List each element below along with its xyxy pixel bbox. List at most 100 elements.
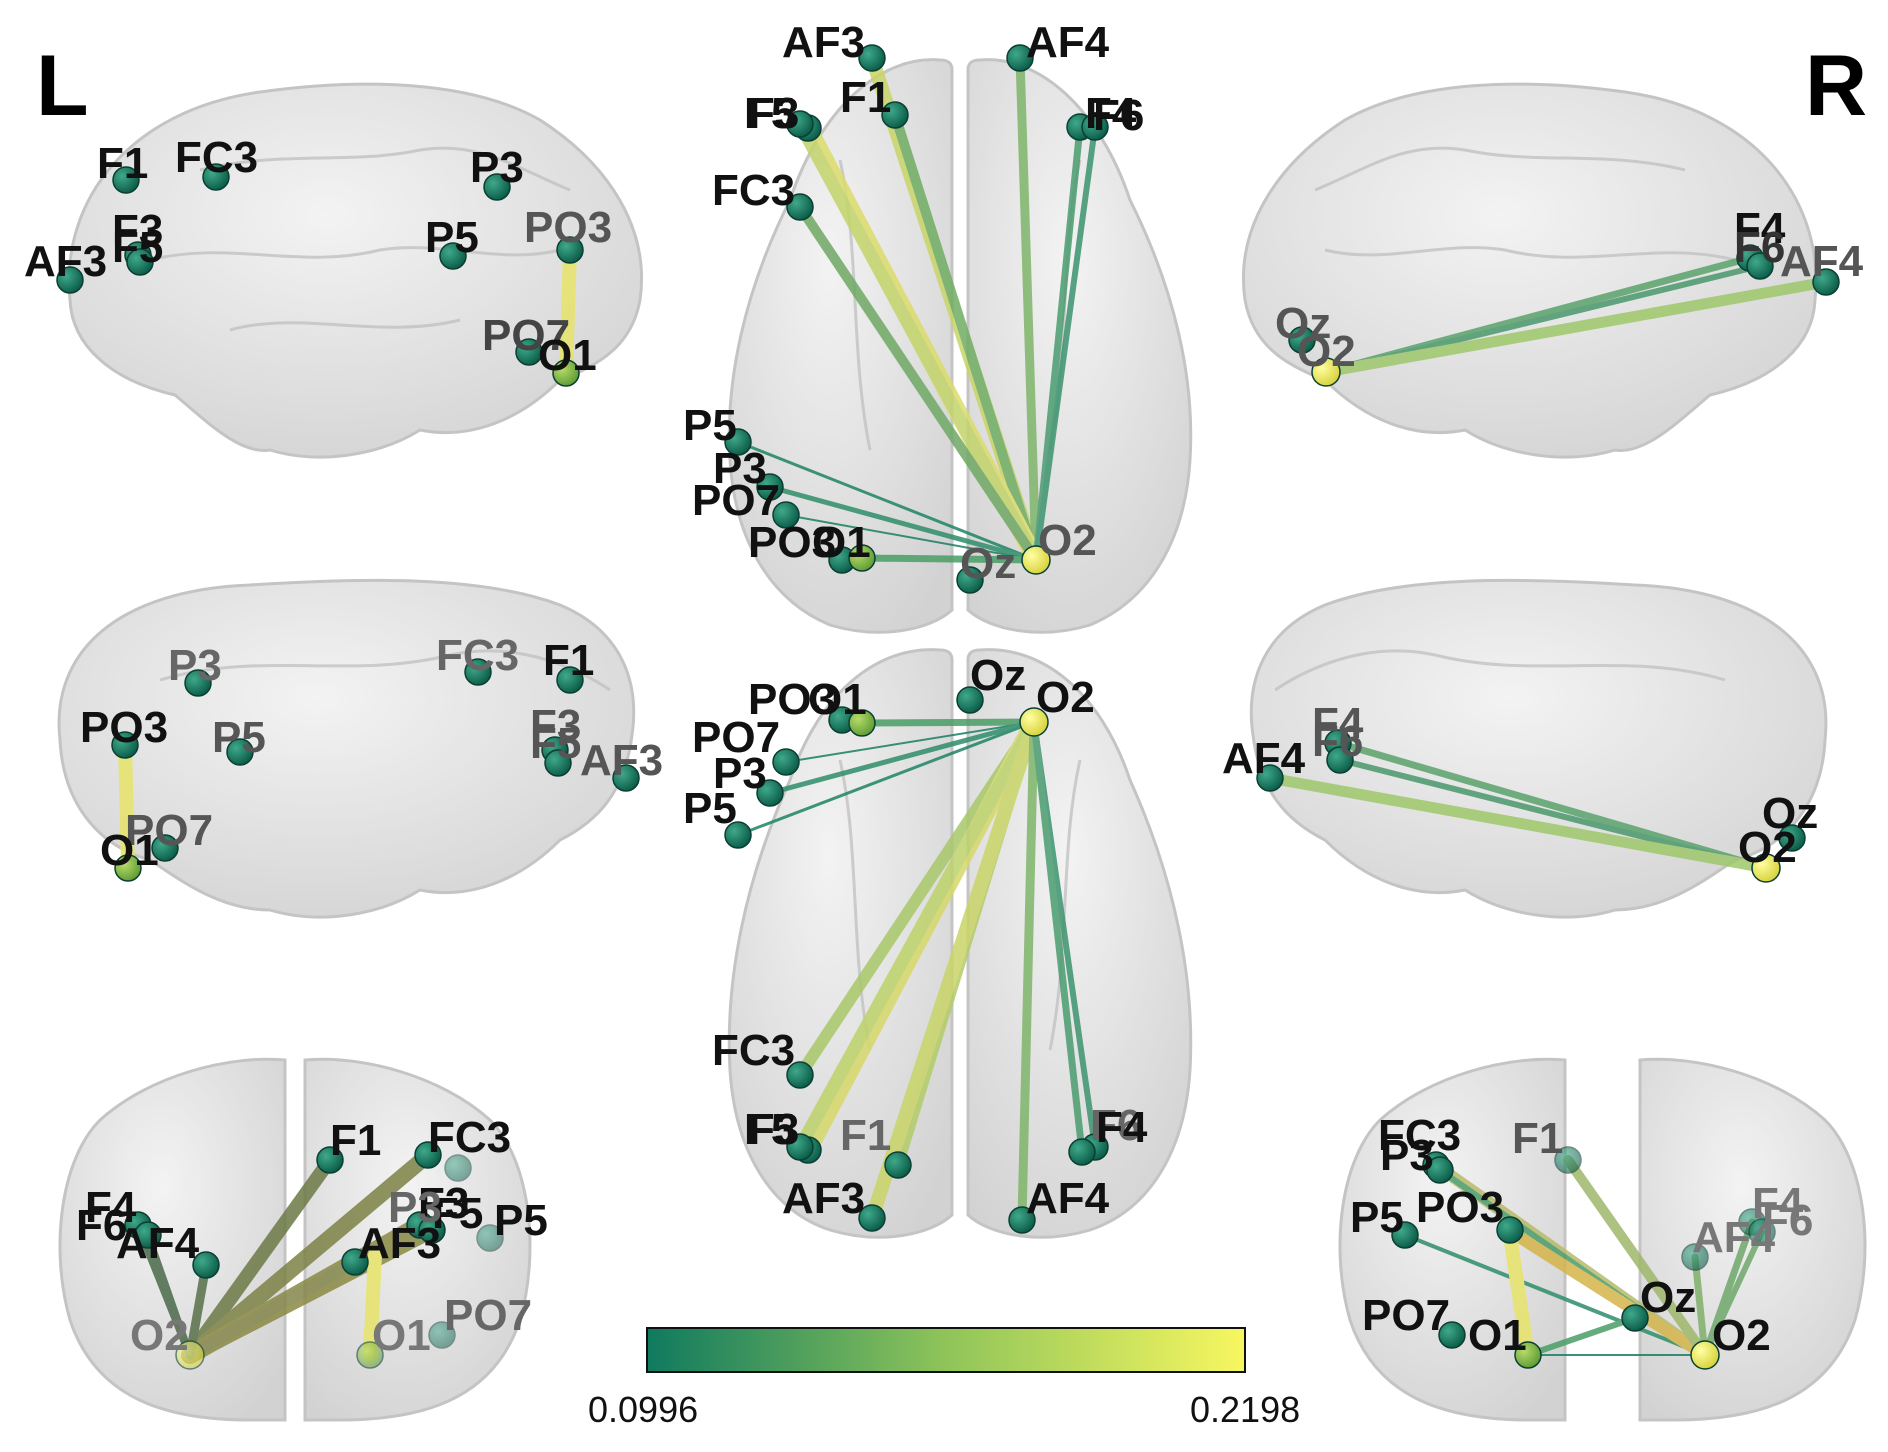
node-po7: [515, 338, 543, 366]
label-f3-bottom: F3: [748, 1105, 799, 1154]
node-po3-post: [1496, 1216, 1524, 1244]
label-p5-medial: P5: [212, 713, 266, 762]
colorbar-min-label: 0.0996: [588, 1389, 698, 1430]
label-f6-ant: F6: [76, 1201, 127, 1250]
edge-po3-o1-medial: [118, 738, 135, 875]
label-p3-post: P3: [1380, 1131, 1434, 1180]
edge-o1-o2-bottom: [858, 718, 1038, 727]
label-f5-medial: F5: [530, 719, 581, 768]
node-o1-post: [1514, 1341, 1542, 1369]
label-f4-right: F4: [1734, 204, 1786, 253]
node-p5-ant: [476, 1224, 504, 1252]
node-o1-bottom: [848, 709, 876, 737]
label-af3-ant: AF3: [358, 1219, 441, 1268]
brain-right-medial: [1249, 578, 1828, 919]
side-label-right: R: [1805, 38, 1867, 134]
edge-af4-o2-rmedial: [1264, 772, 1772, 874]
label-f1-axial: F1: [840, 73, 891, 122]
label-af3-axial: AF3: [782, 18, 865, 67]
node-po7-post: [1438, 1321, 1466, 1349]
colorbar-gradient: [646, 1327, 1246, 1373]
node-oz-axial: [956, 566, 984, 594]
label-f3: F3: [112, 206, 163, 255]
edge-po3-o1: [559, 243, 577, 380]
edge-f1-o2-ant: [183, 1153, 337, 1362]
label-po3-medial: PO3: [80, 703, 168, 752]
node-af4-right: [1812, 268, 1840, 296]
node-f1: [112, 166, 140, 194]
label-f1: F1: [97, 139, 148, 188]
edge-p3-o2-bottom: [767, 719, 1037, 796]
node-p3-post: [1426, 1156, 1454, 1184]
label-af4-right: AF4: [1780, 237, 1864, 286]
label-oz-axial: Oz: [960, 539, 1016, 588]
node-fc3-ant: [414, 1141, 442, 1169]
label-o1-post: O1: [1468, 1311, 1527, 1360]
edge-po7-o2: [785, 514, 1037, 561]
label-f1-ant: F1: [330, 1116, 381, 1165]
node-o2-bottom: [1019, 707, 1049, 737]
node-f1-post: [1554, 1146, 1582, 1174]
node-p5: [439, 242, 467, 270]
edge-f6-o2: [1033, 124, 1098, 563]
node-o2-axial: [1021, 545, 1051, 575]
edge-p5-o2-post: [1403, 1233, 1707, 1357]
node-o2-post: [1690, 1340, 1720, 1370]
label-p5-post: P5: [1350, 1193, 1404, 1242]
label-po3: PO3: [524, 203, 612, 252]
label-fc3-axial: FC3: [712, 166, 795, 215]
node-oz-rmedial: [1778, 824, 1806, 852]
node-p5-bottom: [724, 821, 752, 849]
edge-af3-o2-ant: [184, 1256, 361, 1361]
edge-o1-o2: [858, 554, 1040, 564]
label-f4-rmedial: F4: [1312, 699, 1364, 748]
colorbar: 0.0996 0.2198: [588, 1327, 1300, 1430]
node-fc3-medial: [464, 658, 492, 686]
edge-po3-o1-ant: [363, 1248, 382, 1362]
label-oz-post: Oz: [1640, 1273, 1696, 1322]
node-f6-axial: [1081, 113, 1109, 141]
node-af3-ant: [341, 1248, 369, 1276]
brain-axial-bottom-left: [727, 648, 954, 1239]
node-fc3-axial: [786, 193, 814, 221]
label-po7: PO7: [482, 311, 570, 360]
label-af4-rmedial: AF4: [1222, 734, 1306, 783]
node-f6-right: [1746, 252, 1774, 280]
edge-f1-o2-post: [1563, 1155, 1710, 1360]
label-f6-axial: F6: [1093, 91, 1144, 140]
label-af3: AF3: [24, 237, 107, 286]
label-po3-bottom: PO3: [748, 675, 836, 724]
label-p5-bottom: P5: [683, 784, 737, 833]
brain-posterior-left: [1338, 1057, 1567, 1422]
node-o1-medial: [114, 854, 142, 882]
node-f6-rmedial: [1326, 746, 1354, 774]
edge-f4-o2-bottom: [1030, 718, 1086, 1156]
label-f6-bottom: F6: [1090, 1101, 1141, 1150]
label-p5-axial: P5: [683, 401, 737, 450]
node-labels: F1 FC3 P3 F3 F5 P5 PO3 AF3 PO7 O1 AF3 AF…: [24, 18, 1864, 1360]
node-af4-post: [1681, 1243, 1709, 1271]
label-af4-ant: AF4: [116, 1219, 200, 1268]
node-f1-ant: [316, 1146, 344, 1174]
node-oz-post: [1621, 1304, 1649, 1332]
label-f5-axial: F5: [744, 89, 795, 138]
label-oz-right: Oz: [1275, 299, 1331, 348]
label-af3-medial: AF3: [580, 736, 663, 785]
edge-po3-o1-post: [1503, 1228, 1535, 1362]
brain-left-medial: [57, 578, 636, 919]
edge-po7-o2-bottom: [785, 721, 1035, 763]
label-o1-bottom: O1: [808, 675, 867, 724]
nodes: [56, 44, 1840, 1370]
edge-af4-o2-right: [1320, 276, 1832, 378]
edge-po3-o2-post: [1499, 1222, 1711, 1361]
label-po3-post: PO3: [1416, 1183, 1504, 1232]
node-p3: [483, 173, 511, 201]
label-fc3: FC3: [175, 133, 258, 182]
node-p5-post: [1391, 1221, 1419, 1249]
node-f5-axial: [786, 110, 814, 138]
edge-f5-o2: [793, 117, 1043, 567]
label-o2-post: O2: [1712, 1311, 1771, 1360]
node-af3-medial: [612, 764, 640, 792]
edge-fc3-o2: [795, 202, 1041, 565]
